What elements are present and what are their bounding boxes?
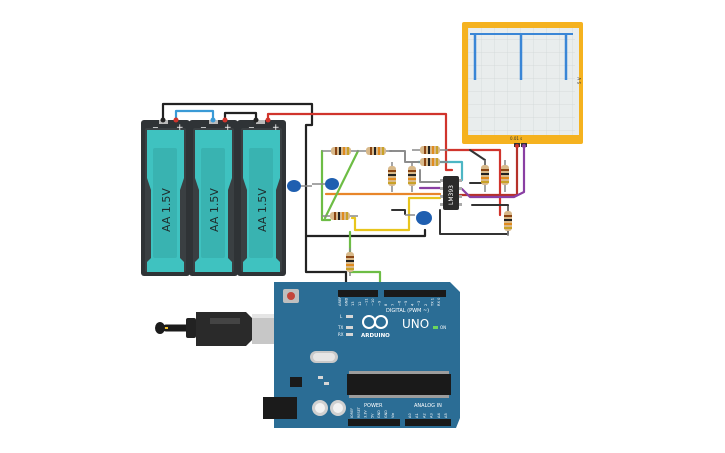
ic-label: LM393 <box>448 185 455 205</box>
battery-pack: − + AA 1.5V − + AA 1.5V − + AA 1.5V <box>141 117 286 276</box>
battery-3-minus: − <box>248 123 255 132</box>
resistor-5[interactable] <box>322 212 358 220</box>
analog-pin-label-2: A2 <box>422 413 426 418</box>
battery-3-plus: + <box>272 123 280 133</box>
arduino-uno[interactable]: DIGITAL (PWM ~) L TX RX ARDUINO UNO ON <box>263 282 460 428</box>
wire-green-diagonal[interactable] <box>323 149 360 220</box>
battery-2-minus: − <box>200 123 207 132</box>
wire-yellow[interactable] <box>350 196 442 232</box>
resistor-8[interactable] <box>481 160 489 192</box>
resistor-6[interactable] <box>388 162 396 192</box>
battery-2-plus: + <box>224 123 232 133</box>
battery-2-label: AA 1.5V <box>208 188 221 232</box>
digital-header-label: DIGITAL (PWM ~) <box>386 308 429 314</box>
battery-1-plus: + <box>176 123 184 133</box>
ic-lm393[interactable]: LM393 <box>440 176 462 210</box>
power-pin-label-2: 3.3V <box>364 410 368 418</box>
wire-green-left[interactable] <box>320 149 332 222</box>
wire-dark-mid[interactable] <box>471 204 509 213</box>
battery-2[interactable]: − + AA 1.5V <box>189 120 238 276</box>
resistor-10[interactable] <box>504 206 512 236</box>
digital-pin-label-7: 8 <box>384 303 388 306</box>
capacitor-1[interactable] <box>287 180 312 192</box>
wire-red-branch[interactable] <box>444 148 454 172</box>
digital-pin-label-9: ~6 <box>397 300 401 306</box>
capacitor-2[interactable] <box>312 178 339 190</box>
led-label-tx: TX <box>337 325 343 330</box>
power-pin-label-3: 5V <box>370 413 374 418</box>
digital-pin-label-3: 12 <box>358 301 362 306</box>
analog-pin-label-0: A0 <box>408 413 412 418</box>
oscilloscope[interactable]: 5 V 0.01 s <box>462 22 583 148</box>
analog-pin-label-4: A4 <box>437 413 441 418</box>
wire-dark-cap[interactable] <box>391 209 406 215</box>
resistor-11[interactable] <box>346 248 354 276</box>
on-label: ON <box>440 325 446 330</box>
wire-green-to-arduino[interactable] <box>348 230 382 292</box>
power-pin-label-1: RESET <box>357 406 361 418</box>
analog-pin-label-5: A5 <box>444 413 448 418</box>
wire-battery-series-2[interactable] <box>223 111 258 122</box>
scope-side-label: 5 V <box>577 77 582 84</box>
wire-grey-1[interactable] <box>389 150 419 163</box>
resistor-4[interactable] <box>412 158 448 166</box>
resistor-3[interactable] <box>412 146 448 154</box>
wire-black-to-arduino-gnd[interactable] <box>304 234 348 292</box>
resistors <box>322 146 512 276</box>
resistor-1[interactable] <box>322 147 360 155</box>
arduino-brand: ARDUINO <box>361 333 390 339</box>
power-header-label: POWER <box>364 403 383 409</box>
wire-battery-series-1[interactable] <box>174 109 215 122</box>
resistor-7[interactable] <box>408 162 416 192</box>
digital-pin-label-5: ~10 <box>371 298 375 306</box>
uno-label: UNO <box>402 317 429 331</box>
analog-pin-label-3: A3 <box>430 413 434 418</box>
analog-pin-label-1: A1 <box>415 413 419 418</box>
wire-black-battery-negative[interactable] <box>161 102 427 238</box>
analog-header-label: ANALOG IN <box>414 403 442 409</box>
digital-pin-label-13: 2 <box>424 304 428 306</box>
battery-1[interactable]: − + AA 1.5V <box>141 120 190 276</box>
battery-3[interactable]: − + AA 1.5V <box>237 120 286 276</box>
battery-1-label: AA 1.5V <box>160 188 173 232</box>
led-label-l: L <box>340 314 343 319</box>
power-pin-label-6: Vin <box>391 413 395 418</box>
power-pin-label-0: IOREF <box>350 408 354 418</box>
digital-pin-label-0: AREF <box>338 297 342 306</box>
digital-pin-label-14: TX 1 <box>430 298 434 307</box>
atmega-chip <box>347 371 451 398</box>
battery-1-minus: − <box>152 123 159 132</box>
on-led <box>433 326 438 329</box>
digital-pin-label-8: 7 <box>391 304 395 306</box>
digital-pin-label-11: 4 <box>411 303 415 306</box>
digital-pin-label-2: 13 <box>351 301 355 306</box>
arduino-logo: ARDUINO <box>361 315 390 339</box>
wire-dark-bottom[interactable] <box>439 209 509 235</box>
led-label-rx: RX <box>338 332 344 337</box>
capacitors <box>287 178 432 225</box>
digital-pin-label-12: ~3 <box>417 301 421 306</box>
resistor-9[interactable] <box>501 160 509 192</box>
digital-pin-label-4: ~11 <box>364 298 368 306</box>
wire-red-battery-positive[interactable] <box>266 112 502 217</box>
resistor-2[interactable] <box>360 147 392 155</box>
wire-grey-2[interactable] <box>419 169 441 183</box>
capacitor-3[interactable] <box>405 211 432 225</box>
wire-purple-to-scope[interactable] <box>460 144 526 199</box>
digital-pin-label-15: RX 0 <box>437 297 441 306</box>
digital-pin-label-6: ~9 <box>378 300 382 306</box>
power-pin-label-4: GND <box>377 410 381 418</box>
usb-cable[interactable] <box>155 312 290 346</box>
digital-pin-label-10: ~5 <box>404 301 408 306</box>
power-pin-label-5: GND <box>384 410 388 418</box>
scope-bottom-label: 0.01 s <box>510 136 522 141</box>
battery-3-label: AA 1.5V <box>256 188 269 232</box>
dc-power-jack[interactable] <box>263 397 297 419</box>
digital-pin-label-1: GND <box>345 298 349 306</box>
board-leds: L TX RX <box>337 314 353 337</box>
